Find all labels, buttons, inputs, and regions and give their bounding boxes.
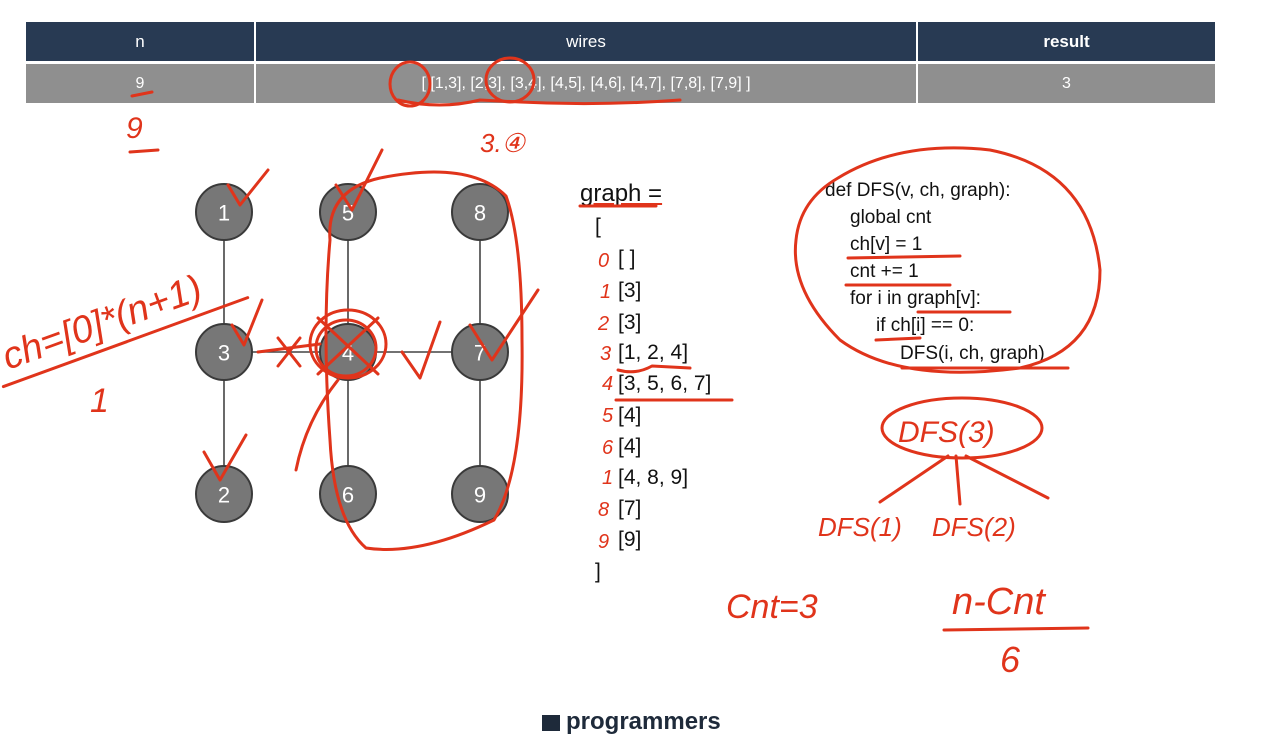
node-6: 6	[319, 465, 377, 523]
code-line-6: if ch[i] == 0:	[876, 315, 975, 336]
header-wires: wires	[255, 22, 918, 64]
code-line-2: global cnt	[850, 207, 932, 228]
svg-text:6: 6	[342, 483, 354, 508]
svg-text:7: 7	[474, 341, 486, 366]
graph-label: graph =	[580, 180, 663, 207]
cell-result: 3	[917, 62, 1215, 103]
logo-icon	[542, 714, 560, 731]
close-bracket: ]	[595, 560, 601, 583]
cell-wires: [ [1,3], [2,3], [3,4], [4,5], [4,6], [4,…	[255, 62, 918, 103]
svg-text:1: 1	[218, 201, 230, 226]
logo-text: programmers	[566, 708, 721, 735]
node-4: 4	[319, 323, 377, 381]
svg-text:3: 3	[218, 341, 230, 366]
adj-row-7: [4, 8, 9]	[618, 466, 689, 489]
svg-text:4: 4	[342, 341, 354, 366]
code-line-4: cnt += 1	[850, 261, 919, 282]
node-9: 9	[451, 465, 509, 523]
table-header-row: n wires result	[26, 22, 1215, 64]
code-line-1: def DFS(v, ch, graph):	[825, 180, 1011, 201]
header-result: result	[917, 22, 1215, 64]
test-case-table: n wires result 9 [ [1,3], [2,3], [3,4], …	[26, 22, 1215, 103]
adj-row-6: [4]	[618, 435, 642, 458]
svg-text:2: 2	[218, 483, 230, 508]
node-8: 8	[451, 183, 509, 241]
code-line-7: DFS(i, ch, graph)	[900, 343, 1045, 364]
svg-text:8: 8	[474, 201, 486, 226]
node-7: 7	[451, 323, 509, 381]
adj-row-3: [1, 2, 4]	[618, 341, 689, 364]
open-bracket: [	[595, 215, 601, 238]
adj-row-4: [3, 5, 6, 7]	[618, 372, 712, 395]
adj-row-1: [3]	[618, 279, 642, 302]
adj-row-5: [4]	[618, 404, 642, 427]
programmers-logo: programmers	[542, 708, 721, 736]
table-row: 9 [ [1,3], [2,3], [3,4], [4,5], [4,6], […	[26, 62, 1215, 103]
node-3: 3	[195, 323, 253, 381]
svg-text:5: 5	[342, 201, 354, 226]
code-line-5: for i in graph[v]:	[850, 288, 981, 309]
adj-row-0: [ ]	[618, 247, 636, 270]
svg-text:9: 9	[474, 483, 486, 508]
header-n: n	[26, 22, 256, 64]
adj-row-9: [9]	[618, 528, 642, 551]
adj-row-2: [3]	[618, 311, 642, 334]
node-2: 2	[195, 465, 253, 523]
code-line-3: ch[v] = 1	[850, 234, 923, 255]
adj-row-8: [7]	[618, 497, 642, 520]
node-5: 5	[319, 183, 377, 241]
node-1: 1	[195, 183, 253, 241]
